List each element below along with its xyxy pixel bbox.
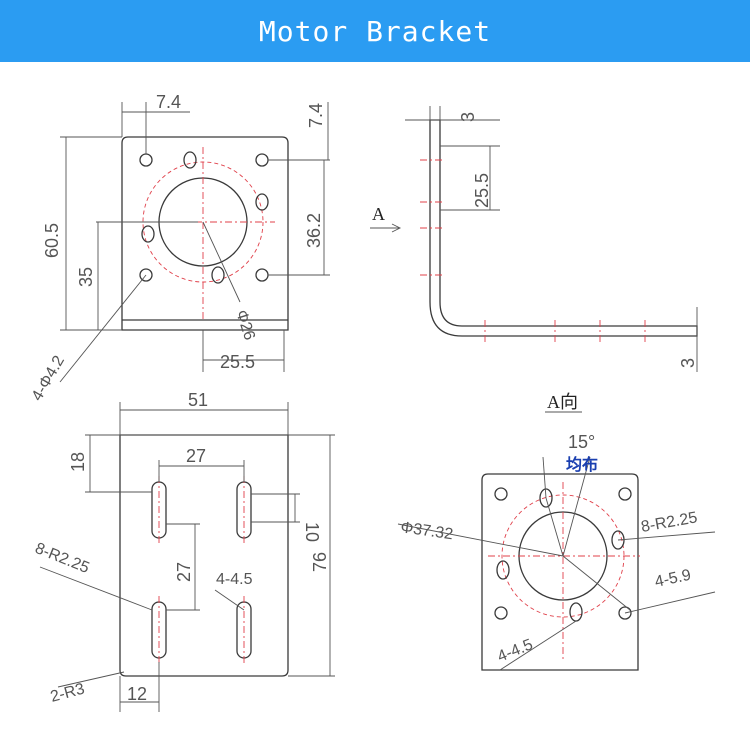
aview-hole-tl (494, 487, 508, 501)
base-slot-holes: 4-4.5 (216, 571, 253, 588)
base-dim-27-side: 27 (174, 562, 194, 582)
aview-slot-top (539, 488, 553, 508)
front-hole-leader (59, 274, 147, 383)
front-bore-label: Φ26 (232, 308, 258, 342)
base-corner-radius: 2-R3 (49, 680, 87, 705)
front-dim-bottom: 25.5 (220, 352, 255, 372)
aview-slot-right (611, 530, 625, 550)
aview-uniform: 均布 (566, 455, 598, 474)
front-slot-left (141, 225, 155, 243)
aview-hole-bl (494, 606, 508, 620)
front-bore-leader (202, 221, 241, 303)
aview-hole-tr (618, 487, 632, 501)
front-dim-top: 7.4 (156, 92, 181, 112)
base-dim-18: 18 (68, 452, 88, 472)
base-dim-27-top: 27 (186, 446, 206, 466)
base-plate-outline (119, 434, 289, 677)
front-dim-height: 60.5 (42, 223, 62, 258)
side-dim-255: 25.5 (472, 173, 492, 208)
technical-drawing: 7.4 7.4 60.5 36.2 35 25.5 4-Φ4.2 Φ26 3 2… (29, 92, 716, 712)
front-hole-label: 4-Φ4.2 (29, 353, 68, 404)
front-hole-bl (139, 268, 153, 282)
aview-holes-59: 4-5.9 (653, 567, 692, 591)
base-view: 51 18 27 10 27 76 8-R2.25 4-4.5 2-R3 12 (33, 390, 335, 712)
aview-hole-br (618, 606, 632, 620)
page-title: Motor Bracket (258, 14, 492, 48)
base-dim-12: 12 (127, 684, 147, 704)
side-profile (429, 119, 698, 337)
front-plate-outline (121, 136, 289, 331)
base-dim-width: 51 (188, 390, 208, 410)
side-view-arrow-label: A (372, 204, 385, 224)
aview-angle: 15° (568, 432, 595, 452)
aview-slot-left (496, 560, 510, 580)
front-dim-36: 36.2 (304, 213, 324, 248)
aview-circle-dia: Φ37.32 (399, 519, 454, 543)
front-hole-tl (139, 153, 153, 167)
side-dim-thick-bottom: 3 (678, 358, 698, 368)
base-dim-10: 10 (302, 522, 322, 542)
front-hole-br (255, 268, 269, 282)
aview-radius: 8-R2.25 (640, 509, 699, 536)
base-dim-76: 76 (310, 552, 330, 572)
base-slot-radius: 8-R2.25 (33, 540, 92, 577)
front-hole-tr (255, 153, 269, 167)
aview-plate-outline (481, 473, 639, 671)
side-dim-thick-top: 3 (458, 112, 478, 122)
side-view: 3 25.5 A 3 (370, 106, 698, 372)
aview-title: A向 (547, 392, 578, 412)
aview-slot-bottom (569, 602, 583, 622)
front-slot-right (255, 193, 269, 211)
front-slot-bottom (211, 266, 225, 284)
front-view: 7.4 7.4 60.5 36.2 35 25.5 4-Φ4.2 Φ26 (29, 92, 330, 404)
a-direction-view: A向 15° 均布 Φ37.32 8-R2.25 4-5.9 4-4.5 (397, 392, 716, 671)
title-banner: Motor Bracket (0, 0, 750, 62)
front-dim-right-top: 7.4 (306, 103, 326, 128)
aview-holes-45: 4-4.5 (495, 636, 535, 665)
front-dim-35: 35 (76, 267, 96, 287)
front-slot-top (183, 151, 197, 169)
